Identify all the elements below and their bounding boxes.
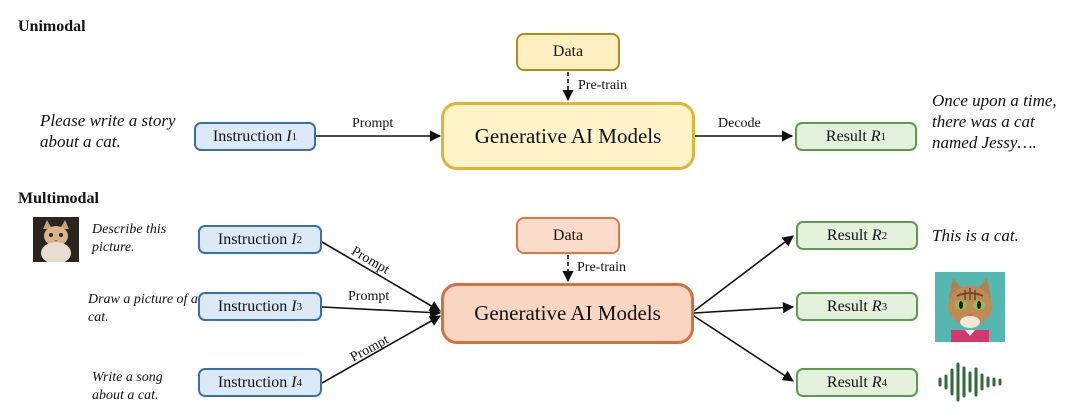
- result-var: R: [870, 127, 881, 145]
- multimodal-prompt-label-2: Prompt: [348, 289, 390, 304]
- result-label: Result: [826, 297, 868, 315]
- multimodal-result-arrow-1: [693, 235, 794, 312]
- multimodal-result-arrow-3: [693, 315, 794, 382]
- instruction-var: I: [286, 127, 292, 145]
- result-sub: 3: [881, 300, 888, 313]
- instruction-sub: 1: [291, 130, 298, 143]
- audio-waveform-icon: [938, 362, 1002, 402]
- multimodal-result-arrow-2: [693, 302, 795, 314]
- instruction-var: I: [291, 297, 297, 315]
- instruction-var: I: [291, 373, 297, 391]
- multimodal-prompt-arrow-1: [321, 241, 441, 312]
- result-var: R: [871, 297, 882, 315]
- multimodal-input-text-1: Describe this picture.: [92, 222, 167, 255]
- instruction-sub: 2: [296, 233, 303, 246]
- unimodal-decode-label: Decode: [718, 116, 761, 131]
- instruction-label: Instruction: [217, 230, 288, 248]
- unimodal-section-title: Unimodal: [18, 18, 86, 35]
- multimodal-prompt-arrow-2: [321, 306, 442, 319]
- instruction-label: Instruction: [217, 373, 288, 391]
- result-sub: 4: [881, 376, 888, 389]
- result-var: R: [871, 226, 882, 244]
- instruction-sub: 4: [296, 376, 303, 389]
- unimodal-data-box: Data: [516, 33, 620, 71]
- multimodal-pretrain-label: Pre-train: [577, 260, 626, 275]
- multimodal-data-box: Data: [516, 217, 620, 254]
- result-label: Result: [826, 226, 868, 244]
- result-sub: 2: [881, 229, 888, 242]
- unimodal-model-box: Generative AI Models: [441, 102, 695, 170]
- unimodal-output-text: Once upon a time, there was a cat named …: [932, 91, 1057, 152]
- result-sub: 1: [880, 130, 887, 143]
- unimodal-prompt-label: Prompt: [352, 116, 394, 131]
- generated-cat-image-icon: [935, 272, 1005, 342]
- multimodal-section-title: Multimodal: [18, 190, 99, 207]
- result-var: R: [871, 373, 882, 391]
- multimodal-input-text-3: Write a song about a cat.: [92, 370, 163, 403]
- result-label: Result: [825, 127, 867, 145]
- unimodal-pretrain-label: Pre-train: [578, 78, 627, 93]
- cat-photo-icon: [33, 217, 79, 262]
- instruction-var: I: [291, 230, 297, 248]
- multimodal-model-box: Generative AI Models: [441, 283, 694, 344]
- multimodal-input-text-2: Draw a picture of a cat.: [88, 292, 198, 325]
- multimodal-result2-text: This is a cat.: [932, 226, 1019, 245]
- instruction-label: Instruction: [212, 127, 283, 145]
- unimodal-prompt-text: Please write a story about a cat.: [40, 111, 176, 151]
- multimodal-prompt-arrow-3: [321, 315, 441, 384]
- instruction-label: Instruction: [217, 297, 288, 315]
- result-label: Result: [826, 373, 868, 391]
- instruction-sub: 3: [296, 300, 303, 313]
